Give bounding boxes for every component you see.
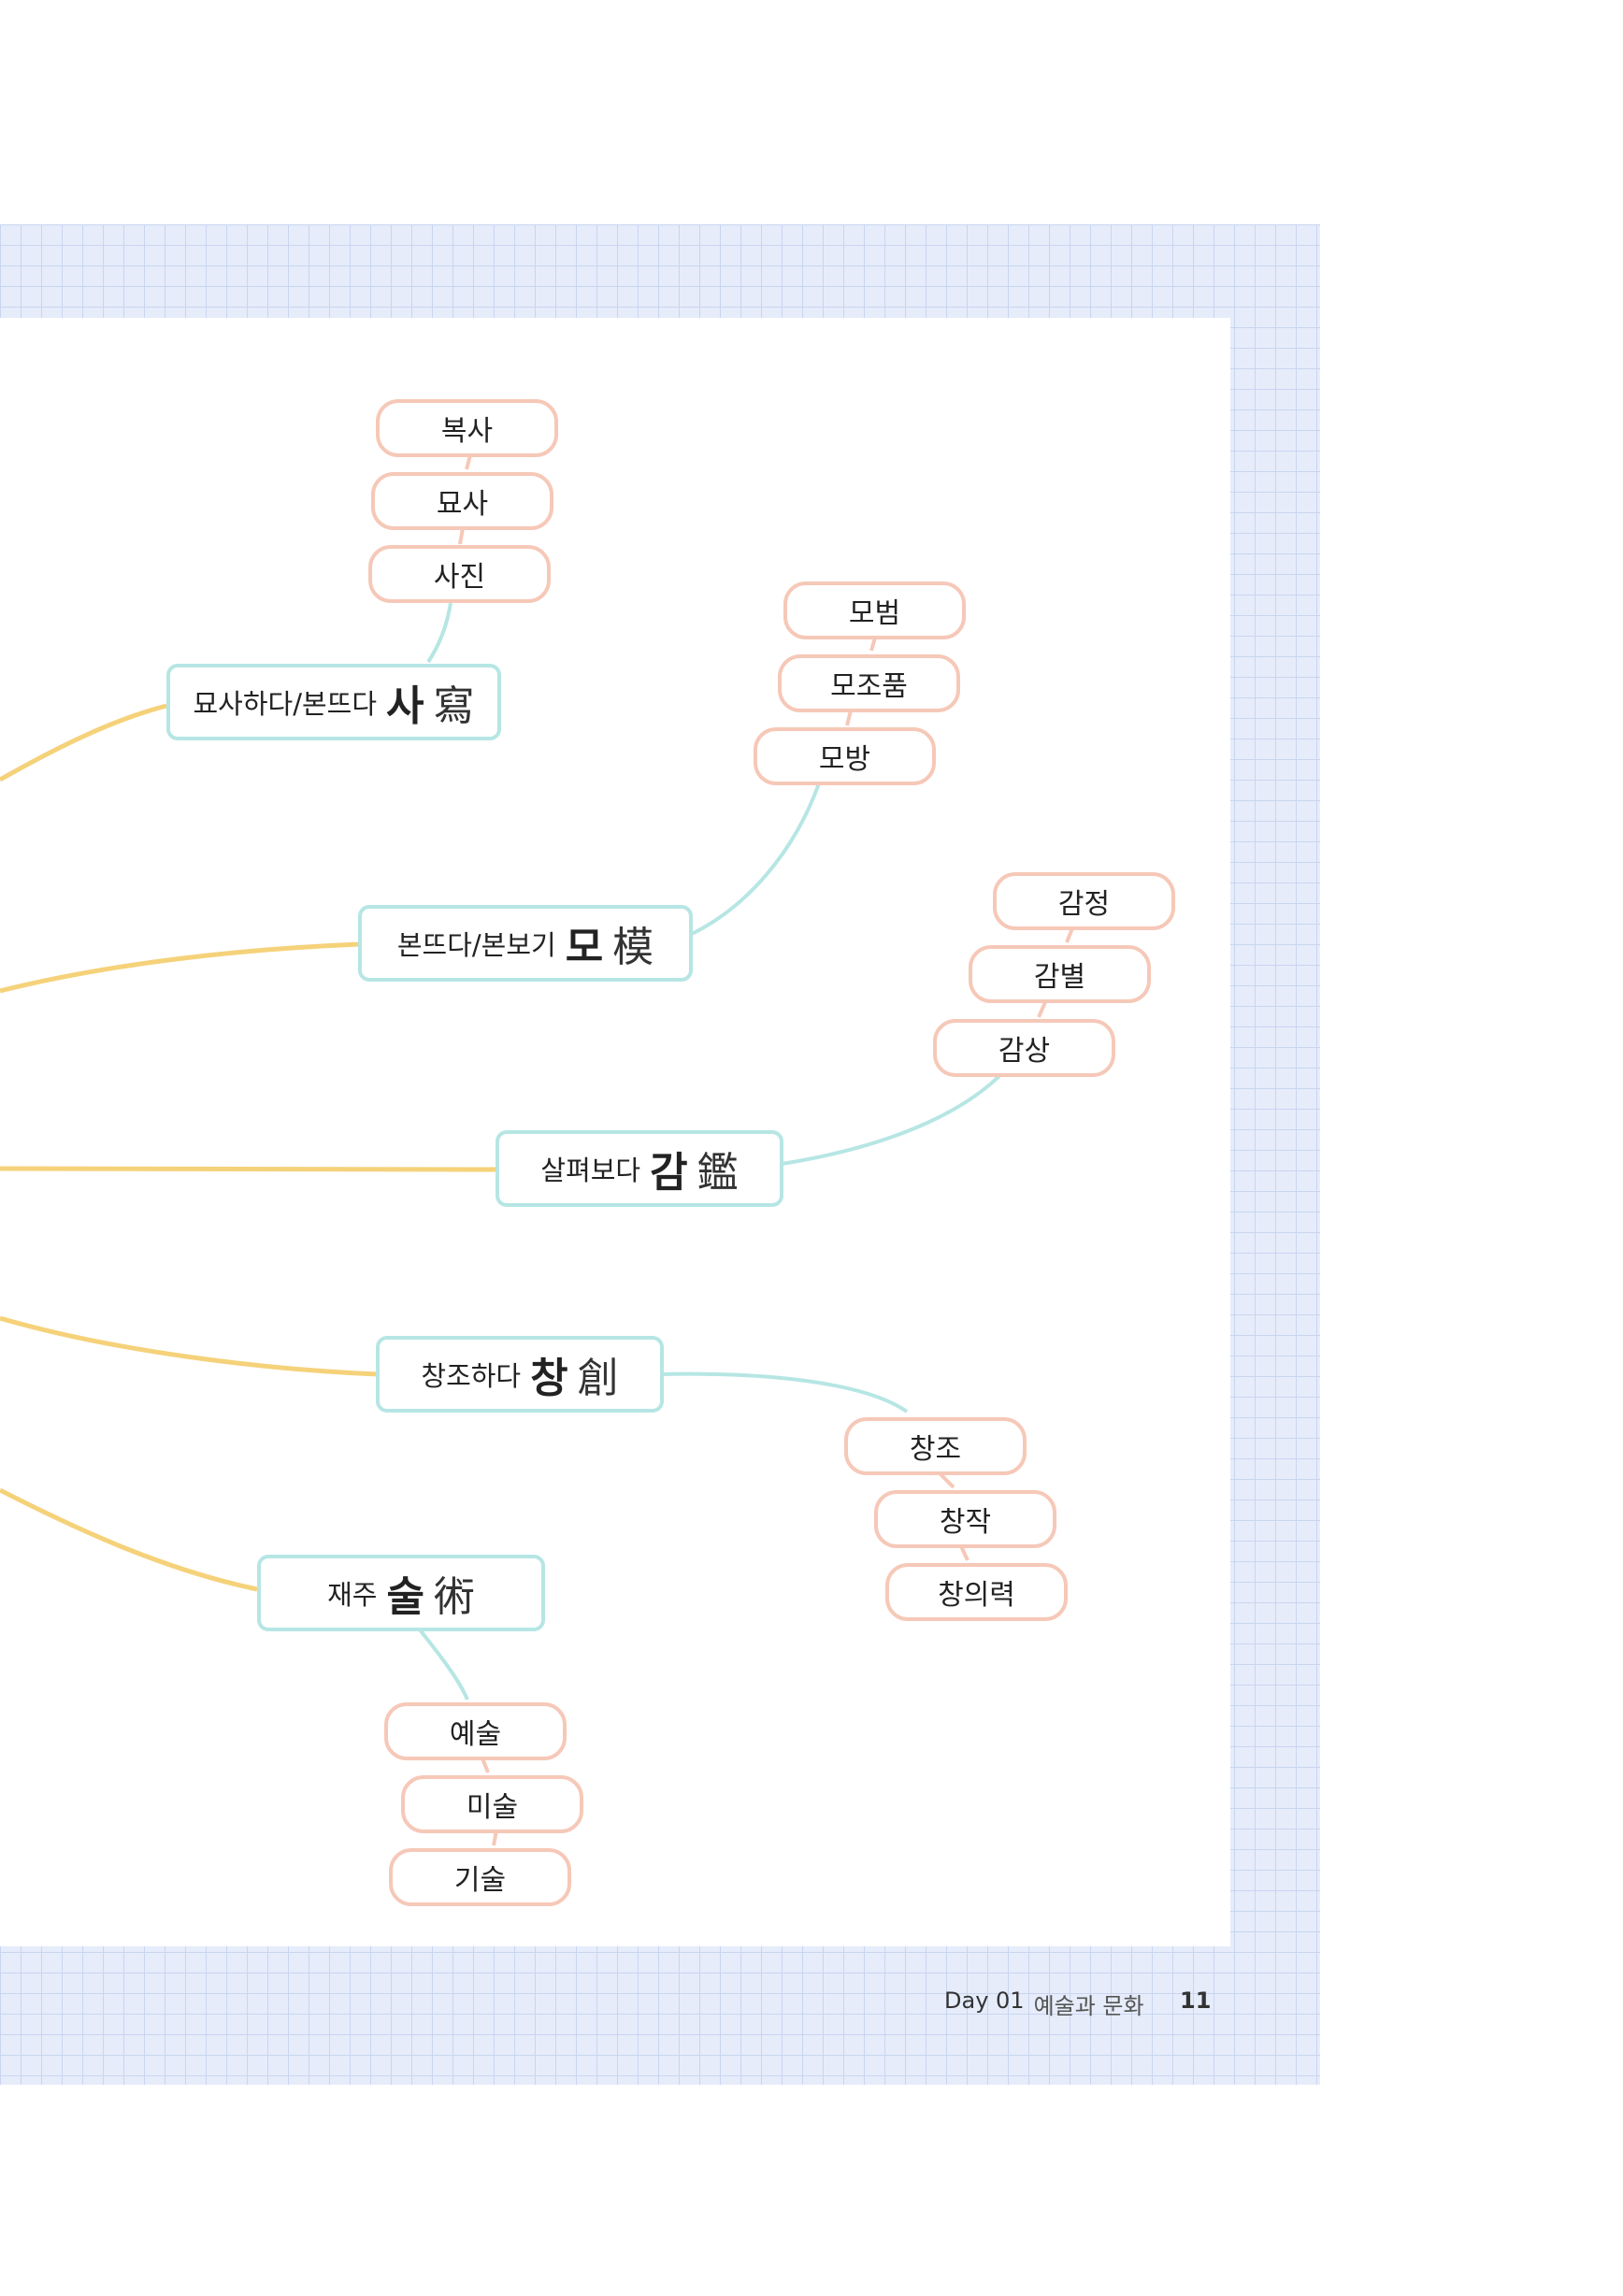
word-pill: 창작 (874, 1490, 1056, 1548)
node-hanja: 鑑 (697, 1149, 739, 1197)
word-pill: 복사 (376, 399, 558, 457)
word-pill: 기술 (389, 1848, 571, 1906)
word-text: 감상 (998, 1035, 1051, 1068)
node-label: 재주 (327, 1579, 378, 1611)
word-text: 모방 (818, 743, 871, 776)
word-pill: 모방 (754, 727, 936, 785)
branch-line-sa (426, 602, 452, 664)
main-node-chang: 창조하다 창 創 (376, 1336, 664, 1413)
word-text: 모범 (848, 597, 901, 630)
word-pill: 창의력 (885, 1563, 1068, 1621)
word-text: 복사 (440, 415, 494, 448)
word-pill: 묘사 (371, 472, 553, 530)
trunk-line-sul (0, 1487, 258, 1592)
main-node-mo: 본뜨다/본보기 모 模 (358, 905, 693, 982)
word-text: 모조품 (830, 670, 908, 703)
footer-day: Day 01 (944, 1987, 1025, 2014)
word-text: 예술 (449, 1718, 502, 1751)
footer-chapter: 예술과 문화 (1033, 1993, 1144, 2019)
word-text: 창작 (939, 1506, 992, 1539)
word-pill: 미술 (401, 1775, 583, 1833)
node-label: 본뜨다/본보기 (396, 929, 556, 961)
node-hanja: 模 (612, 924, 654, 971)
word-text: 기술 (453, 1864, 507, 1897)
node-hangul: 모 (565, 924, 604, 971)
branch-line-sul (417, 1627, 469, 1700)
node-hangul: 술 (386, 1573, 424, 1621)
word-pill: 예술 (384, 1702, 567, 1760)
word-text: 창의력 (938, 1579, 1015, 1612)
node-hanja: 術 (433, 1573, 475, 1621)
node-label: 창조하다 (421, 1360, 522, 1392)
word-pill: 감상 (933, 1019, 1115, 1077)
node-hanja: 寫 (433, 682, 475, 730)
word-text: 감정 (1057, 888, 1111, 921)
main-node-sa: 묘사하다/본뜨다 사 寫 (166, 664, 501, 740)
node-hangul: 감 (650, 1149, 688, 1197)
branch-line-gam (781, 1071, 1004, 1166)
node-label: 묘사하다/본뜨다 (193, 688, 378, 720)
word-text: 묘사 (436, 488, 489, 521)
main-node-gam: 살펴보다 감 鑑 (496, 1130, 783, 1207)
word-pill: 모조품 (778, 654, 960, 712)
word-text: 감별 (1033, 961, 1086, 994)
main-node-sul: 재주 술 術 (257, 1555, 545, 1631)
trunk-line-chang (0, 1315, 380, 1377)
branch-line-chang (660, 1371, 909, 1413)
word-pill: 감별 (969, 945, 1151, 1003)
word-pill: 모범 (783, 581, 966, 639)
node-hanja: 創 (577, 1355, 619, 1402)
node-hangul: 창 (530, 1355, 568, 1402)
page-number: 11 (1180, 1987, 1212, 2014)
word-text: 미술 (466, 1791, 519, 1824)
page-footer: Day 01 예술과 문화 (944, 1987, 1144, 2020)
word-pill: 사진 (368, 545, 551, 603)
word-text: 사진 (433, 561, 486, 594)
trunk-line-sa (0, 703, 167, 782)
word-pill: 창조 (844, 1417, 1027, 1475)
trunk-line-gam (0, 1166, 500, 1172)
word-text: 창조 (909, 1433, 962, 1466)
node-hangul: 사 (386, 682, 424, 730)
branch-line-mo (689, 782, 821, 937)
trunk-line-mo (0, 941, 362, 994)
node-label: 살펴보다 (540, 1155, 641, 1186)
word-pill: 감정 (993, 872, 1175, 930)
